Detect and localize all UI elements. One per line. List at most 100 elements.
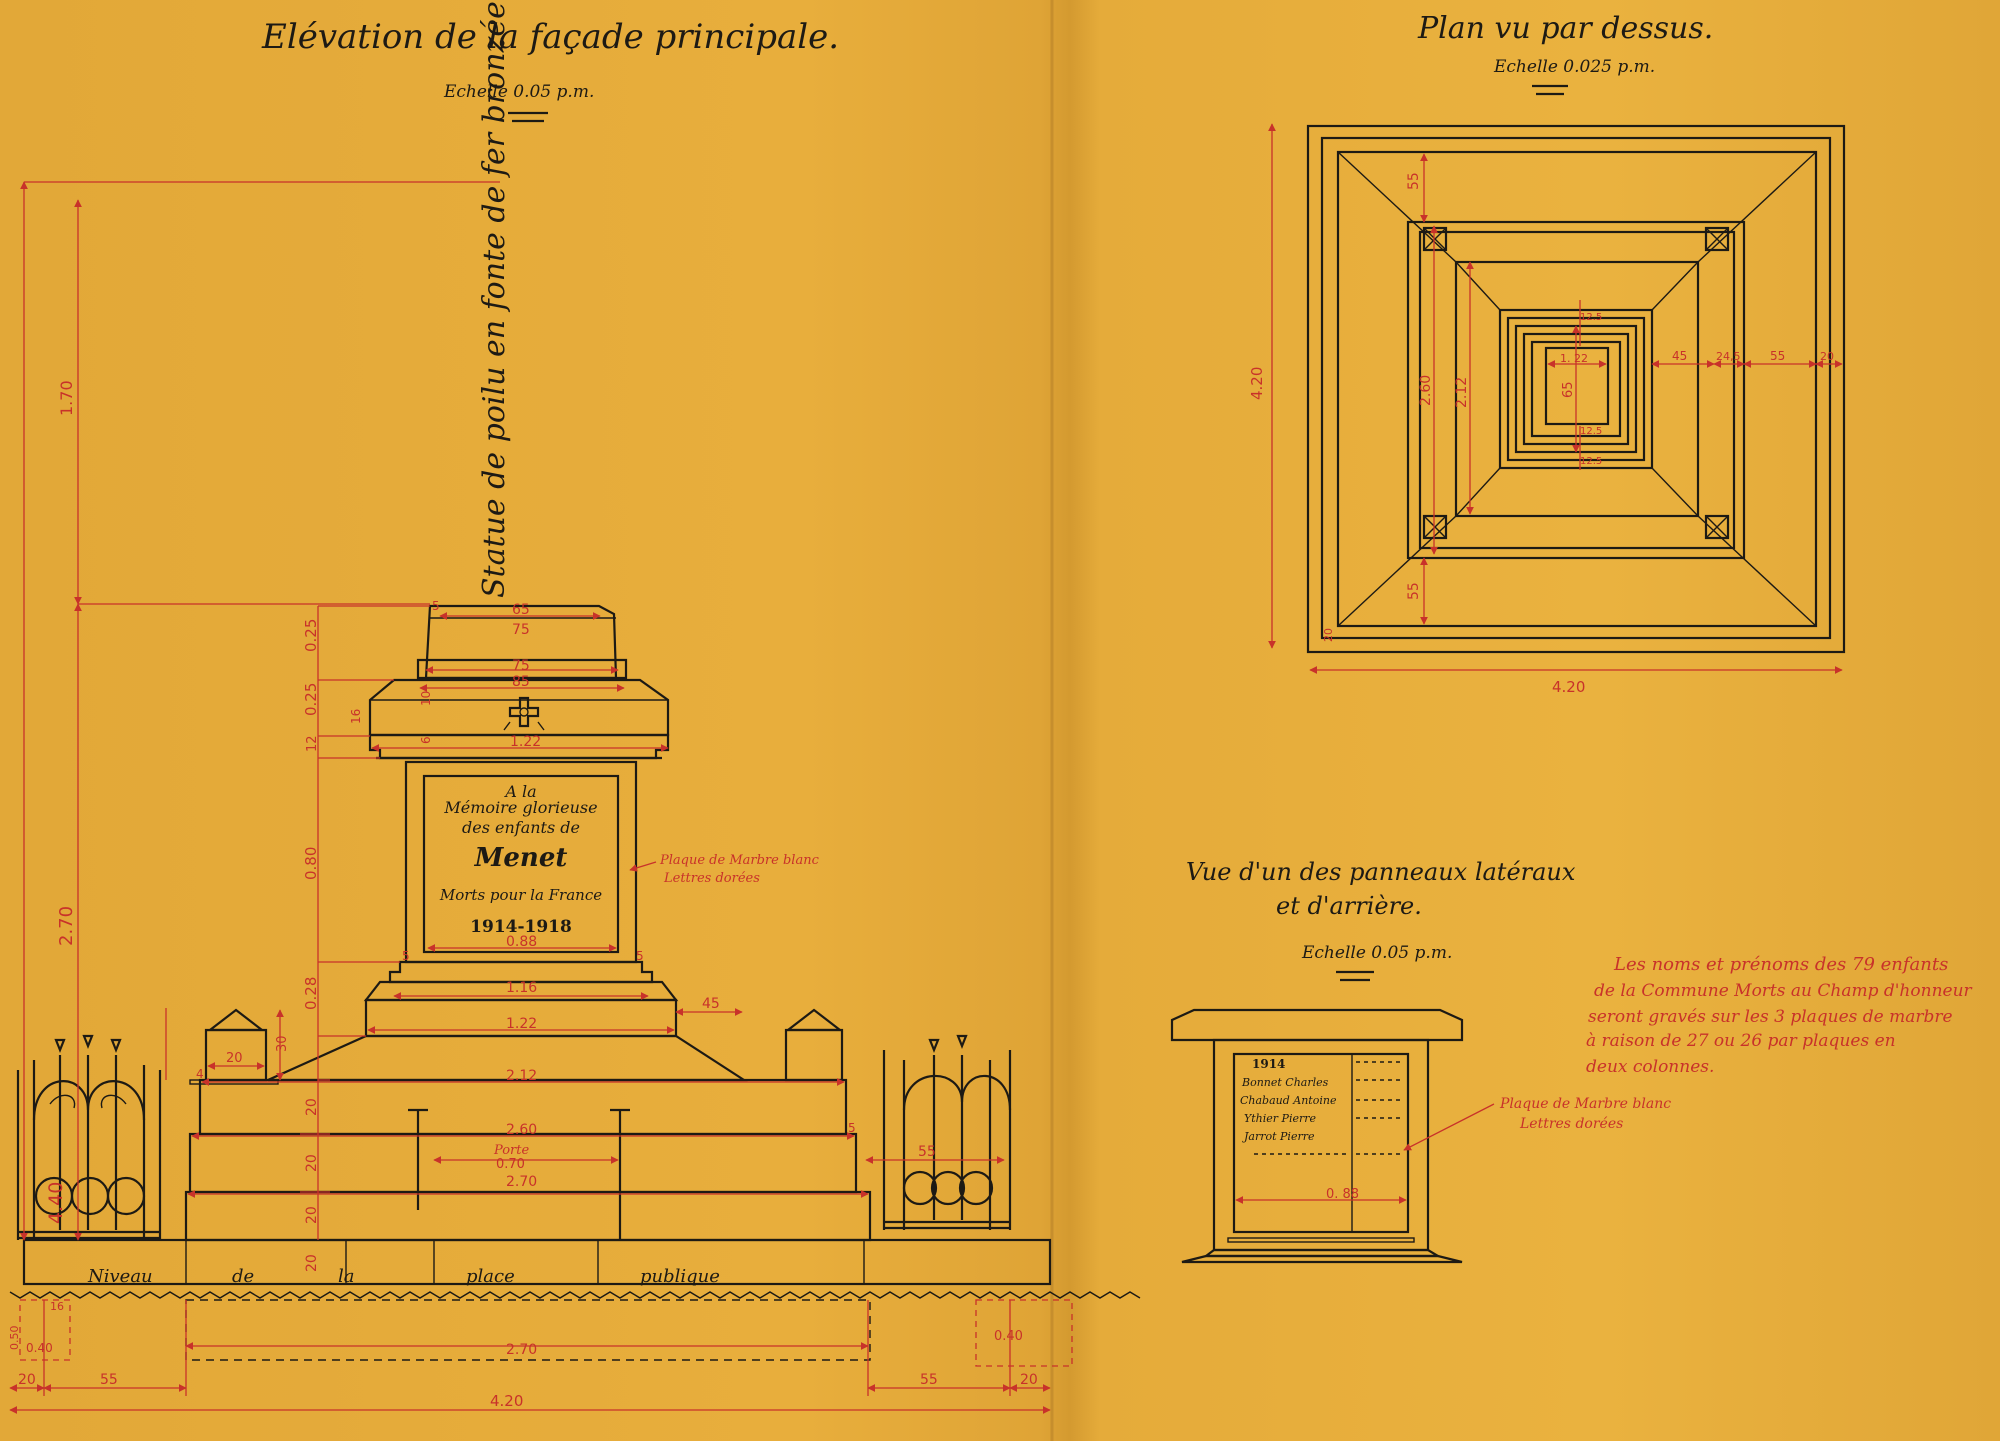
statue-note: Statue de poilu en fonte de fer bronzée — [477, 1, 512, 598]
fence-050: 0.50 — [8, 1326, 21, 1351]
plan-dim-top-55: 55 — [1406, 172, 1422, 190]
front-plaque-note-1: Plaque de Marbre blanc — [659, 853, 820, 868]
dim-total-height: 4.40 — [45, 1182, 67, 1224]
statue-pedestal-top — [424, 604, 618, 680]
side-die — [1212, 1038, 1430, 1252]
plan-dim-bottom-420: 4.20 — [1552, 678, 1585, 696]
croix-de-guerre-icon — [503, 696, 545, 731]
side-width-dim: 0. 88 — [1326, 1187, 1359, 1202]
side-panel-view: Vue d'un des panneaux latéraux et d'arri… — [1170, 858, 1671, 1264]
elevation-scale: Echelle 0.05 p.m. — [443, 82, 594, 102]
fence-040a: 0.40 — [26, 1341, 53, 1355]
inscription-line-4: Menet — [474, 843, 568, 873]
base-total: 4.20 — [490, 1392, 523, 1410]
base-w1: 20 — [18, 1372, 36, 1388]
plan-dim-125a: 12.5 — [1580, 312, 1602, 323]
dim-s5c: 5 — [636, 949, 644, 963]
dim-s10: 10 — [419, 691, 433, 706]
dim-s6: 6 — [419, 736, 433, 744]
dim-s20a: 20 — [304, 1098, 320, 1116]
dim-w122a: 1.22 — [510, 734, 541, 750]
plan-dimensions — [1268, 123, 1843, 674]
dim-w116: 1.16 — [506, 980, 537, 996]
elevation-dimensions — [9, 181, 1073, 1414]
plan-die-square — [1498, 308, 1654, 470]
dim-w075b: 75 — [512, 658, 530, 674]
plan-scale: Echelle 0.025 p.m. — [1493, 57, 1655, 77]
dim-w020: 20 — [226, 1051, 243, 1066]
elevation-title: Elévation de la façade principale. — [261, 17, 839, 57]
plan-dim-45: 45 — [1672, 349, 1687, 363]
dim-w045: 45 — [702, 996, 720, 1012]
dim-s16: 16 — [349, 709, 363, 724]
dim-s20c: 20 — [304, 1206, 320, 1224]
plan-dim-bottom-55: 55 — [1406, 582, 1422, 600]
dim-lower-height: 2.70 — [56, 906, 77, 946]
fence-016: 16 — [50, 1300, 64, 1313]
plan-view: Plan vu par dessus. Echelle 0.025 p.m. — [1248, 11, 1846, 696]
plan-dim-left-420: 4.20 — [1248, 367, 1266, 400]
note-line-2: de la Commune Morts au Champ d'honneur — [1594, 981, 1973, 1001]
dim-w270a: 2.70 — [506, 1174, 537, 1190]
dim-s5d: 5 — [848, 1121, 856, 1135]
base-w4: 20 — [1020, 1372, 1038, 1388]
dim-h030: 30 — [275, 1035, 290, 1052]
names-note: Les noms et prénoms des 79 enfants de la… — [1586, 954, 1973, 1077]
side-cornice — [1170, 1008, 1464, 1042]
dim-s20b: 20 — [304, 1154, 320, 1172]
front-plaque — [422, 774, 620, 954]
dim-w085: 85 — [512, 674, 530, 690]
dim-w088: 0.88 — [506, 934, 537, 950]
plan-step-square — [1406, 220, 1746, 560]
monument: A la Mémoire glorieuse des enfants de Me… — [9, 604, 1141, 1361]
ground-word-2: de — [232, 1266, 254, 1287]
side-year: 1914 — [1252, 1057, 1285, 1071]
plan-dim-212: 2.12 — [1454, 377, 1470, 408]
dim-s4: 4 — [196, 1067, 204, 1081]
plan-dim-c20: 20 — [1322, 628, 1335, 642]
dim-w065: 65 — [512, 602, 530, 618]
elevation-view: Elévation de la façade principale. Echel… — [8, 1, 1141, 1414]
dim-025a: 0.25 — [302, 619, 320, 652]
dim-w122b: 1.22 — [506, 1016, 537, 1032]
note-line-3: seront gravés sur les 3 plaques de marbr… — [1588, 1007, 1953, 1027]
note-line-1: Les noms et prénoms des 79 enfants — [1613, 954, 1948, 975]
dim-012: 12 — [305, 735, 320, 752]
side-name-3: Ythier Pierre — [1244, 1112, 1316, 1125]
side-title-2: et d'arrière. — [1276, 892, 1422, 920]
side-plaque-note-2: Lettres dorées — [1519, 1116, 1623, 1132]
side-title-1: Vue d'un des panneaux latéraux — [1186, 858, 1576, 886]
dim-w260: 2.60 — [506, 1122, 537, 1138]
dim-s5b: 5 — [402, 949, 410, 963]
plan-dim-125b: 12.5 — [1580, 426, 1602, 437]
base-w2: 55 — [100, 1372, 118, 1388]
dim-w055-side: 55 — [918, 1144, 936, 1160]
inscription-line-3: des enfants de — [462, 818, 580, 837]
left-fence — [16, 1034, 162, 1240]
side-name-4: Jarrot Pierre — [1242, 1130, 1315, 1143]
foundation — [22, 1238, 1052, 1286]
side-plaque — [1232, 1052, 1410, 1234]
dim-statue-height: 1.70 — [57, 380, 76, 416]
plan-dim-122: 1. 22 — [1560, 352, 1588, 365]
ground-word-1: Niveau — [87, 1266, 153, 1287]
note-line-4: à raison de 27 ou 26 par plaques en — [1586, 1031, 1896, 1051]
inscription-line-1: A la — [503, 782, 536, 801]
dim-080: 0.80 — [302, 847, 320, 880]
plan-title: Plan vu par dessus. — [1417, 11, 1713, 46]
side-name-1: Bonnet Charles — [1241, 1076, 1329, 1089]
side-scale: Echelle 0.05 p.m. — [1301, 943, 1452, 963]
right-pillar — [784, 1008, 844, 1082]
plan-dim-24: 24,5 — [1716, 350, 1741, 363]
dim-w270b: 2.70 — [506, 1342, 537, 1358]
fence-040b: 0.40 — [994, 1329, 1023, 1344]
dim-w075a: 75 — [512, 622, 530, 638]
door-label-1: Porte — [493, 1143, 529, 1158]
plan-dim-55: 55 — [1770, 349, 1785, 363]
inscription-line-6: 1914-1918 — [470, 917, 572, 937]
step-3 — [184, 1190, 872, 1242]
dim-w212: 2.12 — [506, 1068, 537, 1084]
side-plaque-note-1: Plaque de Marbre blanc — [1499, 1096, 1671, 1112]
